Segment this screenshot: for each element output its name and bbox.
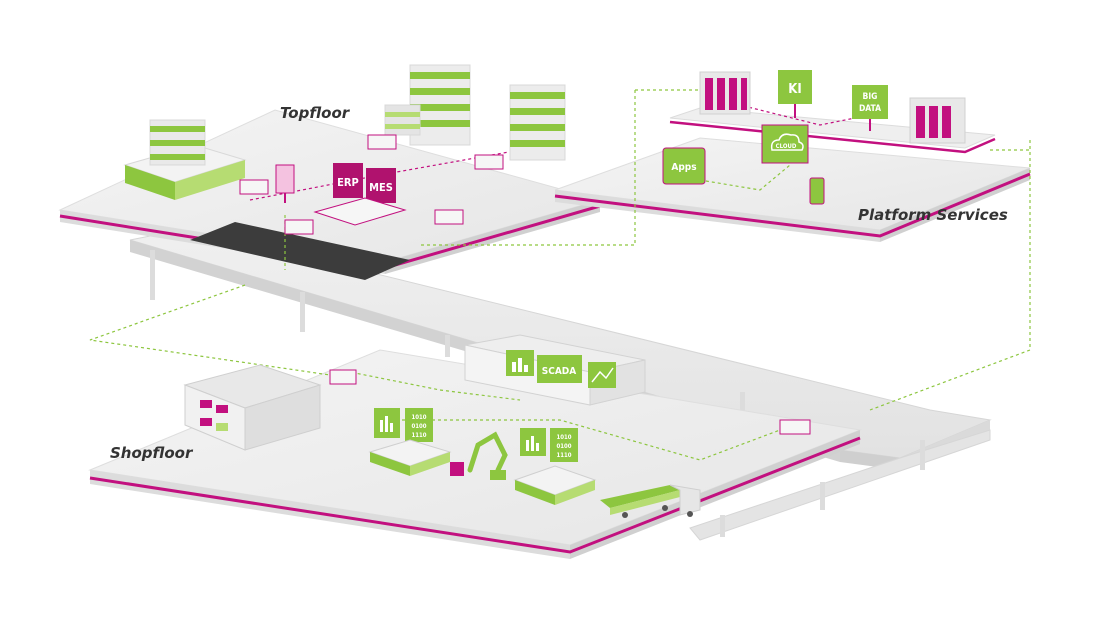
shopfloor-gates: [329, 369, 811, 435]
apps-sign: Apps: [662, 147, 706, 185]
platform-services-label: Platform Services: [858, 206, 1008, 224]
machine-1: [368, 439, 452, 476]
robot-arm: [450, 431, 508, 480]
binary-line-3b: 1110: [556, 452, 571, 459]
big-data-sign: BIG DATA: [852, 85, 888, 131]
binary-line-1: 1010: [411, 414, 426, 421]
binary-line-2: 0100: [411, 423, 426, 430]
link-ki-bigdata: [719, 99, 871, 126]
big-data-label-2: DATA: [859, 104, 881, 114]
link-shop-right: [869, 140, 1031, 411]
mes-label: MES: [369, 181, 393, 194]
server-rack-left: [699, 71, 751, 115]
erp-mes-desk: [313, 197, 407, 226]
cloud-label: CLOUD: [776, 143, 797, 150]
machine-1-chart-sign: [374, 408, 400, 438]
link-shopfloor-machines: [390, 419, 781, 461]
shopping-cart-sign: [275, 164, 295, 203]
machine-2-binary-sign: 1010 0100 1110: [550, 428, 578, 462]
machine-2: [513, 465, 597, 505]
topfloor-building-right: [509, 84, 566, 161]
big-data-label-1: BIG: [863, 92, 878, 102]
binary-line-3: 1110: [411, 432, 426, 439]
erp-sign: ERP: [333, 163, 363, 198]
scada-label: SCADA: [542, 366, 577, 377]
topfloor-building-left: [123, 119, 247, 200]
shopfloor-label: Shopfloor: [110, 444, 194, 462]
mes-sign: MES: [366, 168, 396, 203]
machine-2-chart-sign: [520, 428, 546, 456]
scada-chart-sign-left: [506, 350, 534, 376]
apps-label: Apps: [671, 162, 696, 173]
truck: [600, 484, 701, 518]
topfloor-building-center: [384, 64, 471, 146]
binary-line-2b: 0100: [556, 443, 571, 450]
topfloor-gates: [239, 134, 504, 235]
erp-label: ERP: [337, 176, 359, 189]
server-rack-right: [909, 97, 966, 144]
ki-label: KI: [788, 82, 801, 97]
ki-sign: KI: [778, 70, 812, 118]
link-platform-apps: [699, 164, 791, 191]
machine-1-binary-sign: 1010 0100 1110: [405, 408, 433, 442]
binary-line-1b: 1010: [556, 434, 571, 441]
topfloor-label: Topfloor: [280, 104, 351, 122]
cloud-icon: [770, 133, 804, 151]
warehouse: [183, 364, 322, 451]
mobile-device: [809, 177, 825, 205]
scada-trend-sign-right: [588, 362, 616, 388]
scada-sign: SCADA: [537, 355, 582, 383]
link-top-shop: [89, 284, 331, 376]
cloud-sign: CLOUD: [761, 124, 809, 164]
